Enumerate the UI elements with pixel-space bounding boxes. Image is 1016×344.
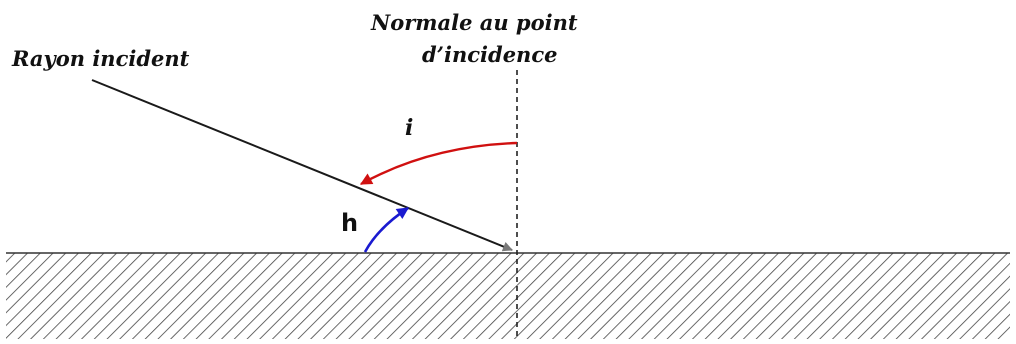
- reflecting-surface: [6, 253, 1010, 339]
- incident-ray-label: Rayon incident: [11, 46, 190, 71]
- angle-i-label: i: [405, 115, 413, 141]
- angle-i-arc: [359, 141, 518, 186]
- normal-label-line1: Normale au point: [370, 10, 578, 35]
- normal-label-line2: d’incidence: [422, 42, 557, 67]
- angle-h-label: h: [341, 209, 358, 237]
- incident-ray: [91, 79, 513, 252]
- angle-h-arc: [363, 206, 409, 253]
